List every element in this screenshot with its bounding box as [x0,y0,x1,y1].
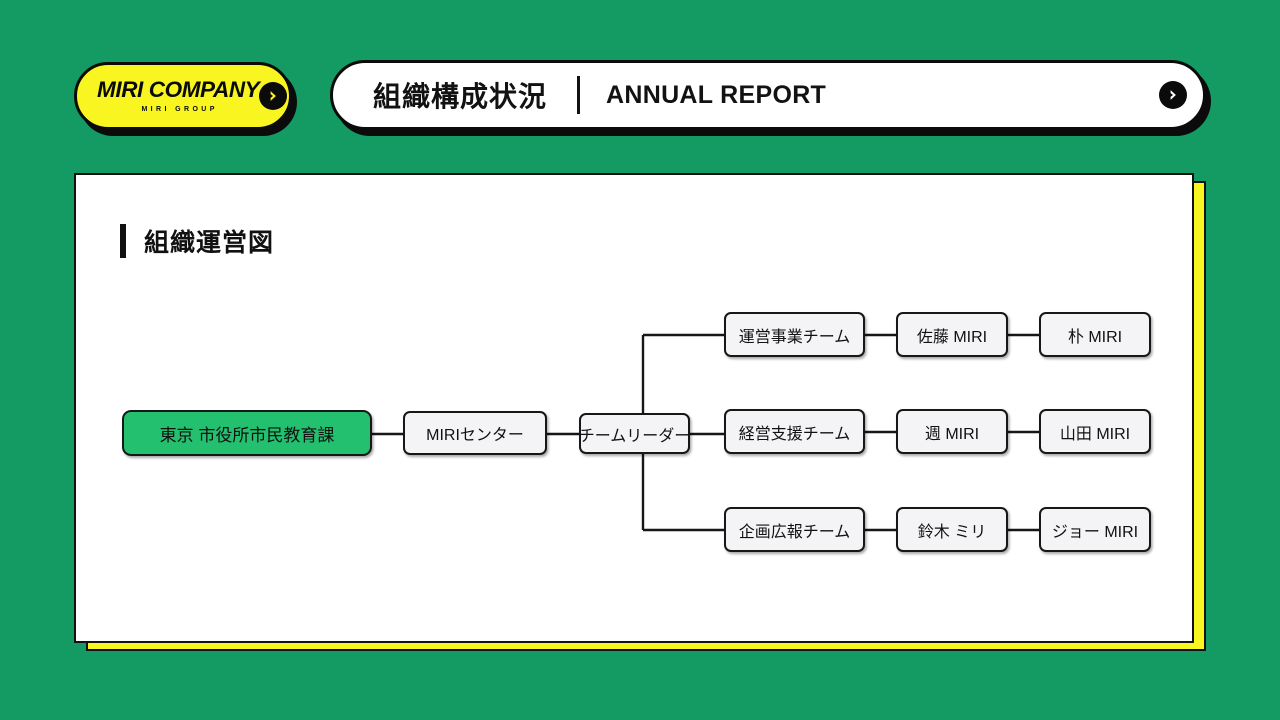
brand-logo-subtitle: MIRI GROUP [141,106,218,114]
report-title-japanese: 組織構成状況 [373,81,548,112]
org-node-member-2-1[interactable]: 週 MIRI [896,409,1008,454]
org-node-member-3-2[interactable]: ジョー MIRI [1039,507,1151,552]
report-title-english: ANNUAL REPORT [606,80,827,109]
brand-logo[interactable]: MIRI COMPANY MIRI GROUP [74,62,292,130]
org-node-center[interactable]: MIRIセンター [403,411,547,455]
section-heading-text: 組織運営図 [144,229,275,257]
page-header: MIRI COMPANY MIRI GROUP 組織構成状況 ANNUAL RE… [74,60,1206,136]
section-heading: 組織運営図 [120,223,274,259]
org-node-member-2-2[interactable]: 山田 MIRI [1039,409,1151,454]
org-node-team-leader[interactable]: チームリーダー [579,413,690,454]
chevron-right-circle-icon[interactable] [1159,81,1187,109]
org-node-team-2[interactable]: 経営支援チーム [724,409,865,454]
section-heading-accent-bar [120,224,126,258]
chevron-right-circle-icon[interactable] [259,82,288,110]
content-card: 組織運営図 [74,173,1194,643]
org-node-team-3[interactable]: 企画広報チーム [724,507,865,552]
org-node-root[interactable]: 東京 市役所市民教育課 [122,410,372,456]
brand-logo-name: MIRI COMPANY [97,76,260,102]
org-node-member-1-1[interactable]: 佐藤 MIRI [896,312,1008,357]
org-node-team-1[interactable]: 運営事業チーム [724,312,865,357]
org-node-member-3-1[interactable]: 鈴木 ミリ [896,507,1008,552]
org-chart: 東京 市役所市民教育課 MIRIセンター チームリーダー 運営事業チーム 佐藤 … [76,175,1196,645]
brand-logo-textblock: MIRI COMPANY MIRI GROUP [97,76,260,114]
org-node-member-1-2[interactable]: 朴 MIRI [1039,312,1151,357]
title-divider [577,76,581,114]
report-title-pill: 組織構成状況 ANNUAL REPORT [330,60,1206,130]
